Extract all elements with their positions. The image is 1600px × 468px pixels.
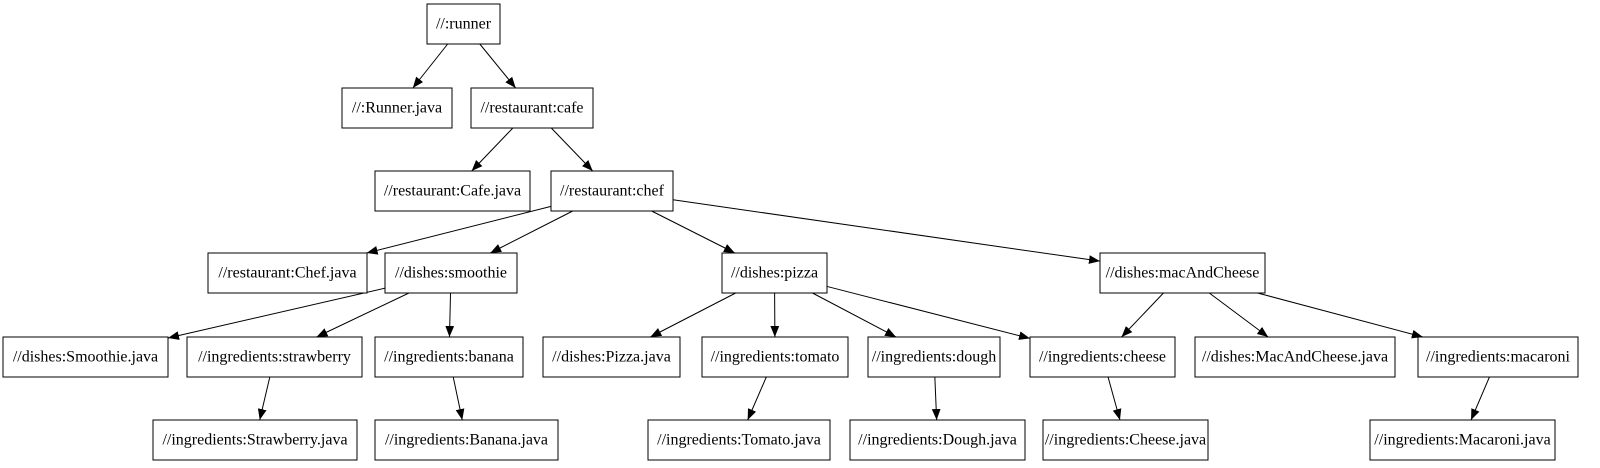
node-mac-and-cheese: //dishes:macAndCheese [1099,252,1266,294]
edge-mac-and-cheese-to-macaroni [1257,292,1424,339]
edge-dough-to-dough-java [931,376,941,421]
edge-chef-to-chef-java [366,205,552,255]
node-label-smoothie: //dishes:smoothie [395,265,507,282]
node-strawberry: //ingredients:strawberry [186,336,363,378]
node-label-banana-java: //ingredients:Banana.java [385,432,548,449]
node-macaroni-java: //ingredients:Macaroni.java [1369,419,1556,461]
node-box-smoothie [384,252,518,294]
edge-pizza-to-pizza-java [650,292,736,338]
node-box-smoothie-java [2,336,169,378]
node-cafe: //restaurant:cafe [470,87,594,129]
node-label-dough-java: //ingredients:Dough.java [858,432,1017,449]
node-cafe-java: //restaurant:Cafe.java [374,170,531,212]
node-box-chef-java [207,252,368,294]
node-layer: //:runner //:Runner.java //restaurant:cafe… [2,3,1579,461]
node-label-cheese-java: //ingredients:Cheese.java [1045,432,1206,449]
node-box-cheese [1029,336,1176,378]
node-box-banana-java [374,419,559,461]
node-label-dough: //ingredients:dough [872,349,996,366]
node-label-runner-java: //:Runner.java [352,100,442,117]
node-dough-java: //ingredients:Dough.java [849,419,1026,461]
node-label-pizza-java: //dishes:Pizza.java [552,349,671,366]
node-label-strawberry: //ingredients:strawberry [198,349,351,366]
node-chef: //restaurant:chef [550,170,674,212]
node-label-cafe-java: //restaurant:Cafe.java [384,183,521,200]
node-label-smoothie-java: //dishes:Smoothie.java [13,349,158,366]
edge-macaroni-to-macaroni-java [1470,376,1490,421]
node-box-tomato-java [647,419,831,461]
edge-cafe-to-chef [550,127,594,172]
edge-cafe-to-cafe-java [471,127,514,172]
edge-pizza-to-cheese [826,285,1031,340]
node-label-pizza: //dishes:pizza [731,265,818,282]
node-box-cafe [470,87,594,129]
node-tomato-java: //ingredients:Tomato.java [647,419,831,461]
node-box-runner [426,3,501,45]
node-box-banana [374,336,524,378]
edge-chef-to-pizza [651,210,736,254]
node-box-macaroni [1417,336,1579,378]
node-label-mac-and-cheese: //dishes:macAndCheese [1106,265,1260,282]
node-mac-and-cheese-java: //dishes:MacAndCheese.java [1194,336,1396,378]
edge-runner-to-runner-java [412,43,449,89]
node-runner-java: //:Runner.java [341,87,453,129]
node-pizza-java: //dishes:Pizza.java [542,336,681,378]
node-macaroni: //ingredients:macaroni [1417,336,1579,378]
node-label-chef-java: //restaurant:Chef.java [218,265,356,282]
edge-cheese-to-cheese-java [1107,376,1122,421]
edge-runner-to-cafe [479,43,517,89]
node-box-mac-and-cheese [1099,252,1266,294]
edge-pizza-to-dough [812,292,897,338]
node-label-macaroni: //ingredients:macaroni [1426,349,1571,366]
node-dough: //ingredients:dough [867,336,1001,378]
edge-chef-to-smoothie [490,210,573,254]
node-label-tomato: //ingredients:tomato [711,349,840,366]
node-banana-java: //ingredients:Banana.java [374,419,559,461]
edge-mac-and-cheese-to-mac-and-cheese-java [1208,292,1269,338]
node-cheese: //ingredients:cheese [1029,336,1176,378]
node-box-strawberry [186,336,363,378]
node-smoothie: //dishes:smoothie [384,252,518,294]
edge-smoothie-to-smoothie-java [167,287,386,340]
node-box-strawberry-java [152,419,358,461]
node-strawberry-java: //ingredients:Strawberry.java [152,419,358,461]
node-banana: //ingredients:banana [374,336,524,378]
node-label-cafe: //restaurant:cafe [480,100,583,117]
edge-smoothie-to-strawberry [316,292,410,338]
node-label-mac-and-cheese-java: //dishes:MacAndCheese.java [1202,349,1388,366]
node-tomato: //ingredients:tomato [701,336,849,378]
node-runner: //:runner [426,3,501,45]
node-chef-java: //restaurant:Chef.java [207,252,368,294]
edge-banana-to-banana-java [452,376,465,421]
node-label-macaroni-java: //ingredients:Macaroni.java [1374,432,1550,449]
edge-tomato-to-tomato-java [747,376,767,421]
node-label-strawberry-java: //ingredients:Strawberry.java [162,432,347,449]
edge-mac-and-cheese-to-cheese [1121,292,1164,338]
node-box-pizza-java [542,336,681,378]
edge-layer [167,43,1490,421]
node-label-cheese: //ingredients:cheese [1039,349,1166,366]
node-box-macaroni-java [1369,419,1556,461]
node-box-dough [867,336,1001,378]
node-box-dough-java [849,419,1026,461]
node-box-pizza [721,252,828,294]
node-box-runner-java [341,87,453,129]
node-box-cafe-java [374,170,531,212]
node-box-chef [550,170,674,212]
edge-strawberry-to-strawberry-java [257,376,271,421]
node-pizza: //dishes:pizza [721,252,828,294]
node-smoothie-java: //dishes:Smoothie.java [2,336,169,378]
edge-smoothie-to-banana [445,292,455,338]
node-box-cheese-java [1042,419,1209,461]
node-cheese-java: //ingredients:Cheese.java [1042,419,1209,461]
node-box-mac-and-cheese-java [1194,336,1396,378]
edge-chef-to-mac-and-cheese [672,199,1101,264]
node-label-chef: //restaurant:chef [560,183,665,200]
node-box-tomato [701,336,849,378]
node-label-banana: //ingredients:banana [384,349,514,366]
node-label-runner: //:runner [436,16,492,33]
node-label-tomato-java: //ingredients:Tomato.java [657,432,821,449]
